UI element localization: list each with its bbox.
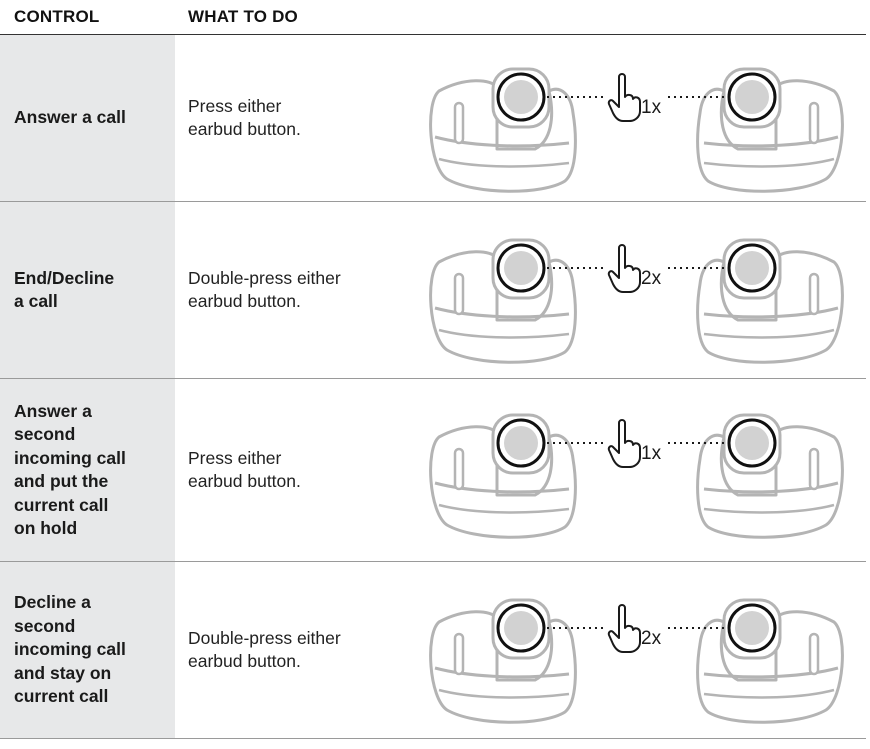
header-control: CONTROL: [14, 7, 100, 26]
earbud-icon: [429, 67, 577, 193]
illustration: 1x: [425, 379, 866, 561]
illustration: 2x: [425, 562, 866, 738]
finger-press-icon: [607, 604, 641, 653]
illustration: 1x: [425, 35, 866, 201]
press-count: 2x: [641, 628, 662, 649]
what-to-do-cell: Press either earbud button.: [188, 35, 408, 201]
action-description: Press either earbud button.: [188, 447, 301, 492]
illustration: 2x: [425, 202, 866, 378]
control-label: Answer a second incoming call and put th…: [14, 400, 126, 539]
press-count: 1x: [641, 443, 662, 464]
finger-press-icon: [607, 73, 641, 122]
header-what-to-do: WHAT TO DO: [188, 7, 298, 26]
earbud-press-illustration: 1x: [429, 67, 866, 193]
earbud-icon: [698, 600, 843, 722]
what-to-do-cell: Press either earbud button.: [188, 379, 408, 561]
press-count: 2x: [641, 268, 662, 289]
earbud-icon: [429, 413, 577, 539]
control-cell: Answer a second incoming call and put th…: [0, 379, 175, 561]
control-cell: End/Decline a call: [0, 202, 175, 378]
earbud-press-illustration: 2x: [429, 238, 866, 364]
what-to-do-cell: Double-press either earbud button.: [188, 562, 408, 738]
control-label: Answer a call: [14, 107, 126, 128]
table-row: Answer a call Press either earbud button…: [0, 35, 866, 202]
what-to-do-cell: Double-press either earbud button.: [188, 202, 408, 378]
earbud-icon: [698, 415, 843, 537]
earbud-press-illustration: 2x: [429, 598, 866, 724]
finger-press-icon: [607, 419, 641, 468]
control-cell: Decline a second incoming call and stay …: [0, 562, 175, 738]
earbud-icon: [698, 240, 843, 362]
control-label: Decline a second incoming call and stay …: [14, 592, 126, 707]
action-description: Double-press either earbud button.: [188, 627, 341, 672]
control-label: End/Decline a call: [14, 267, 115, 312]
press-count: 1x: [641, 97, 662, 118]
earbud-icon: [429, 598, 577, 724]
earbud-icon: [429, 238, 577, 364]
table-row: Answer a second incoming call and put th…: [0, 379, 866, 562]
earbud-icon: [698, 69, 843, 191]
finger-press-icon: [607, 244, 641, 293]
action-description: Press either earbud button.: [188, 95, 301, 140]
table-row: End/Decline a call Double-press either e…: [0, 202, 866, 379]
control-cell: Answer a call: [0, 35, 175, 201]
table-header: CONTROL WHAT TO DO: [0, 0, 866, 35]
action-description: Double-press either earbud button.: [188, 267, 341, 312]
table-row: Decline a second incoming call and stay …: [0, 562, 866, 739]
earbud-press-illustration: 1x: [429, 413, 866, 539]
